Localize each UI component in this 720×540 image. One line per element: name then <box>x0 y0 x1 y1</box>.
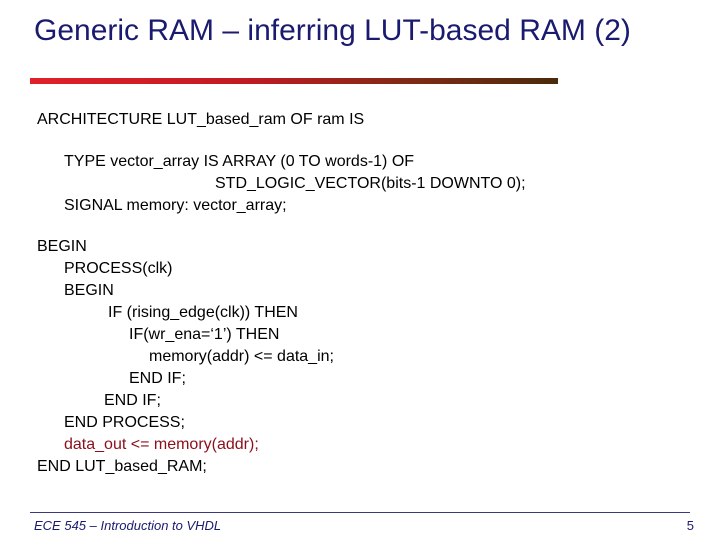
footer-course-name: ECE 545 – Introduction to VHDL <box>34 518 222 533</box>
code-line: END PROCESS; <box>64 414 185 431</box>
code-line: END IF; <box>129 370 186 387</box>
code-line: IF (rising_edge(clk)) THEN <box>108 304 298 321</box>
code-line: TYPE vector_array IS ARRAY (0 TO words-1… <box>64 153 415 170</box>
code-line: ARCHITECTURE LUT_based_ram OF ram IS <box>37 111 365 128</box>
code-line: IF(wr_ena=‘1’) THEN <box>129 326 280 343</box>
code-line-highlighted: data_out <= memory(addr); <box>64 436 259 453</box>
vhdl-code-block: ARCHITECTURE LUT_based_ram OF ram IS TYP… <box>0 0 526 475</box>
footer-divider <box>30 512 690 513</box>
code-line: BEGIN <box>37 238 87 255</box>
page-number: 5 <box>686 518 694 533</box>
code-line: STD_LOGIC_VECTOR(bits-1 DOWNTO 0); <box>215 175 526 192</box>
code-line: END IF; <box>104 392 161 409</box>
code-line: PROCESS(clk) <box>64 260 173 277</box>
code-line: END LUT_based_RAM; <box>37 458 207 475</box>
slide-title: Generic RAM – inferring LUT-based RAM (2… <box>34 14 631 47</box>
code-line: memory(addr) <= data_in; <box>149 348 334 365</box>
title-underline <box>30 78 558 84</box>
code-line: SIGNAL memory: vector_array; <box>64 197 287 214</box>
code-line: BEGIN <box>64 282 114 299</box>
